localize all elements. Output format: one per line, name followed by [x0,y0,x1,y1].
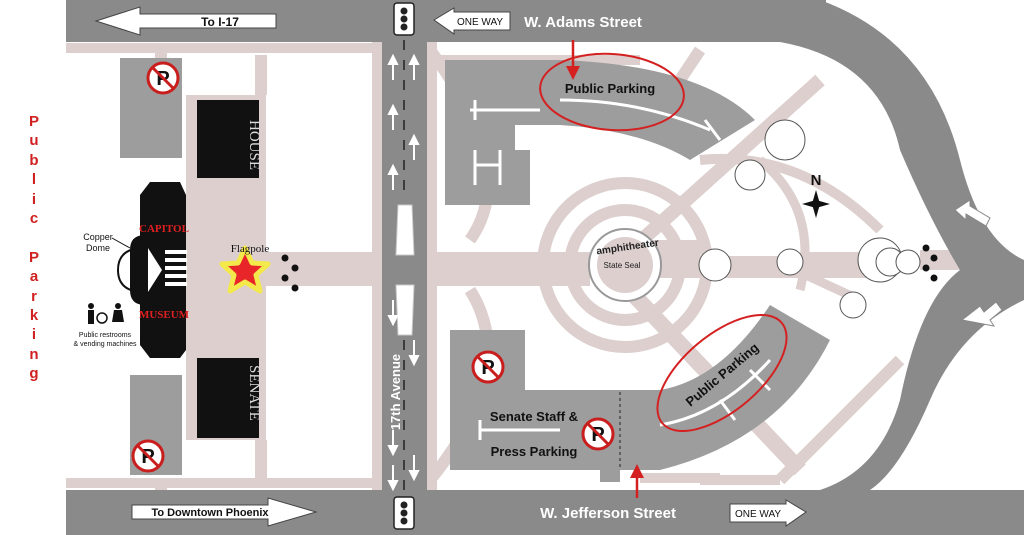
state-seal-label: State Seal [604,261,641,270]
north-label: N [811,172,822,189]
flagpole-label: Flagpole [231,243,270,255]
restrooms-label-1: Public restrooms [79,332,132,339]
restrooms-label-2: & vending machines [73,341,137,348]
flagpole-star-icon [219,245,271,294]
copper-dome-label-2: Dome [86,243,110,253]
bottom-parking-arrowhead [630,464,644,478]
one-way-sign-top [433,7,511,35]
one-way-top-label: ONE WAY [457,17,503,28]
trees-and-circles [698,119,921,319]
to-downtown-label: To Downtown Phoenix [151,507,269,519]
compass-icon [802,190,830,218]
no-parking-icon: P [146,61,180,95]
adams-street-label: W. Adams Street [524,14,642,31]
senate-staff-parking-label-2: Press Parking [491,444,578,459]
no-parking-icon: P [131,439,165,473]
to-i17-arrow [94,6,277,36]
to-i17-label: To I-17 [201,15,239,29]
capitol-museum-building [117,182,187,358]
traffic-light-icon [393,496,415,530]
avenue-medians [395,204,415,336]
avenue-label: 17th Avenue [388,354,403,430]
copper-dome-pointer [111,237,131,249]
senate-building: SENATE [197,358,262,438]
right-road-arrows [954,199,1003,327]
senate-staff-parking-label-1: Senate Staff & [490,409,578,424]
house-building: HOUSE [197,100,262,178]
one-way-bottom-label: ONE WAY [735,509,781,520]
one-way-sign-bottom [729,499,807,527]
amphitheater [588,228,662,302]
to-downtown-arrow [131,497,318,527]
copper-dome-label-1: Copper [83,232,113,242]
top-public-parking-label: Public Parking [565,81,655,96]
restroom-icon [88,303,124,324]
plaza-markers [281,244,938,292]
top-parking-highlight [539,52,685,132]
lane-arrows [387,53,420,492]
parking-stall-lines [470,98,772,440]
house-label: HOUSE [246,120,262,170]
right-parking-highlight [656,314,788,432]
museum-label: MUSEUM [139,309,190,321]
jefferson-street-label: W. Jefferson Street [540,505,676,522]
no-parking-icon: P [471,350,505,384]
no-parking-icon: P [581,417,615,451]
traffic-light-icon [393,2,415,36]
senate-label: SENATE [246,365,262,421]
capitol-label: CAPITOL [139,223,189,235]
top-parking-arrowhead [566,66,580,80]
